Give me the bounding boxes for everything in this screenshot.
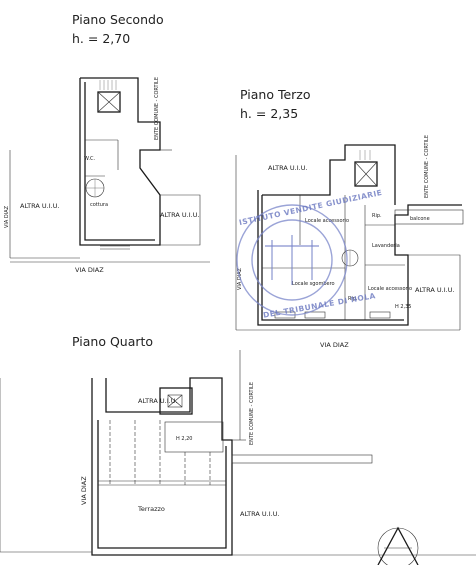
label-locale-accessorio-3b: Locale accessorio [368,286,412,292]
height-piano-secondo: h. = 2,70 [72,31,130,46]
label-altra-uiu-3-right: ALTRA U.I.U. [415,286,455,294]
title-piano-terzo: Piano Terzo [240,87,311,102]
label-altra-uiu-4-right: ALTRA U.I.U. [240,510,280,518]
tribunal-stamp-seal: ISTITUTO VENDITE GIUDIZIARIE DEL TRIBUNA… [236,188,383,320]
plan-piano-secondo [9,77,210,263]
label-lavanderia: Lavanderia [372,243,400,249]
label-via-diaz-3: VIA DIAZ [320,341,349,349]
svg-text:DEL TRIBUNALE DI NOLA: DEL TRIBUNALE DI NOLA [262,291,376,320]
label-locale-sgombero: Locale sgombero [292,281,335,287]
label-via-diaz-4-vertical: VIA DIAZ [80,476,88,505]
title-piano-secondo: Piano Secondo [72,12,164,27]
label-h-235: H 2,35 [395,304,411,310]
label-rip-3a: Rip. [372,213,382,219]
label-altra-uiu-3-top: ALTRA U.I.U. [268,164,308,172]
label-h-220: H 2,20 [176,436,192,442]
label-balcone: balcone [410,216,430,222]
label-ente-comune-2: ENTE COMUNE - CORTILE [154,77,160,140]
height-piano-terzo: h. = 2,35 [240,106,298,121]
label-altra-uiu-2-right: ALTRA U.I.U. [160,211,200,219]
label-wc: W.C. [84,156,95,162]
label-altra-uiu-4-top: ALTRA U.I.U. [138,397,178,405]
north-arrow-icon [377,526,419,565]
label-locale-accessorio-3a: Locale accessorio [305,218,349,224]
title-piano-quarto: Piano Quarto [72,334,153,349]
label-via-diaz-2: VIA DIAZ [75,266,104,274]
label-ente-comune-4: ENTE COMUNE - CORTILE [249,382,255,445]
label-altra-uiu-2-left: ALTRA U.I.U. [20,202,60,210]
label-terrazzo: Terrazzo [137,505,165,513]
label-ente-comune-3: ENTE COMUNE - CORTILE [424,135,430,198]
label-cottura: cottura [90,202,108,208]
label-rip-3b: Rip. [348,296,358,302]
plan-piano-quarto [0,350,476,556]
label-via-diaz-2-vertical: VIA DIAZ [4,205,10,228]
